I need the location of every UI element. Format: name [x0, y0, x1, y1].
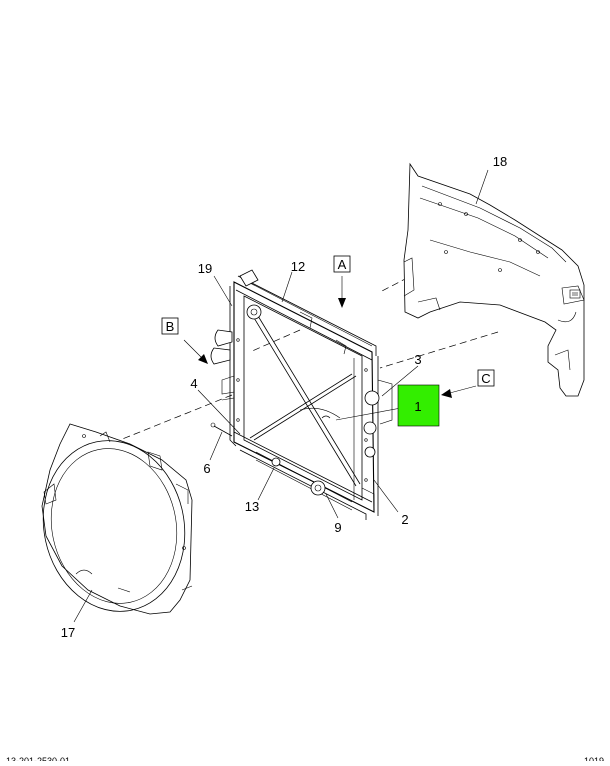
callout-6: 6 [203, 461, 210, 476]
fan-shroud-part-17 [41, 423, 193, 615]
callout-4: 4 [190, 376, 197, 391]
callout-13: 13 [245, 499, 259, 514]
callout-9: 9 [334, 520, 341, 535]
view-arrows [183, 276, 477, 398]
view-label-c-text: C [481, 371, 490, 386]
view-label-c: C [477, 369, 495, 387]
callout-labels: 18 12 19 3 1 4 6 13 9 2 17 [61, 154, 507, 640]
callout-19: 19 [198, 261, 212, 276]
view-label-b-text: B [166, 319, 175, 334]
view-label-a: A [333, 255, 351, 273]
callout-1: 1 [414, 399, 421, 414]
view-label-a-text: A [338, 257, 347, 272]
callout-18: 18 [493, 154, 507, 169]
alignment-lines [109, 231, 499, 445]
callout-2: 2 [401, 512, 408, 527]
highlighted-part-box[interactable] [397, 384, 440, 427]
footer-drawing-number: 13-201-2530-01 [6, 756, 70, 761]
view-label-b: B [161, 317, 179, 335]
shroud-panel-part-18 [403, 162, 585, 397]
callout-3: 3 [414, 352, 421, 367]
callout-12: 12 [291, 259, 305, 274]
footer-revision-code: 1019 [584, 756, 604, 761]
callout-17: 17 [61, 625, 75, 640]
radiator-frame-assembly [210, 269, 393, 520]
